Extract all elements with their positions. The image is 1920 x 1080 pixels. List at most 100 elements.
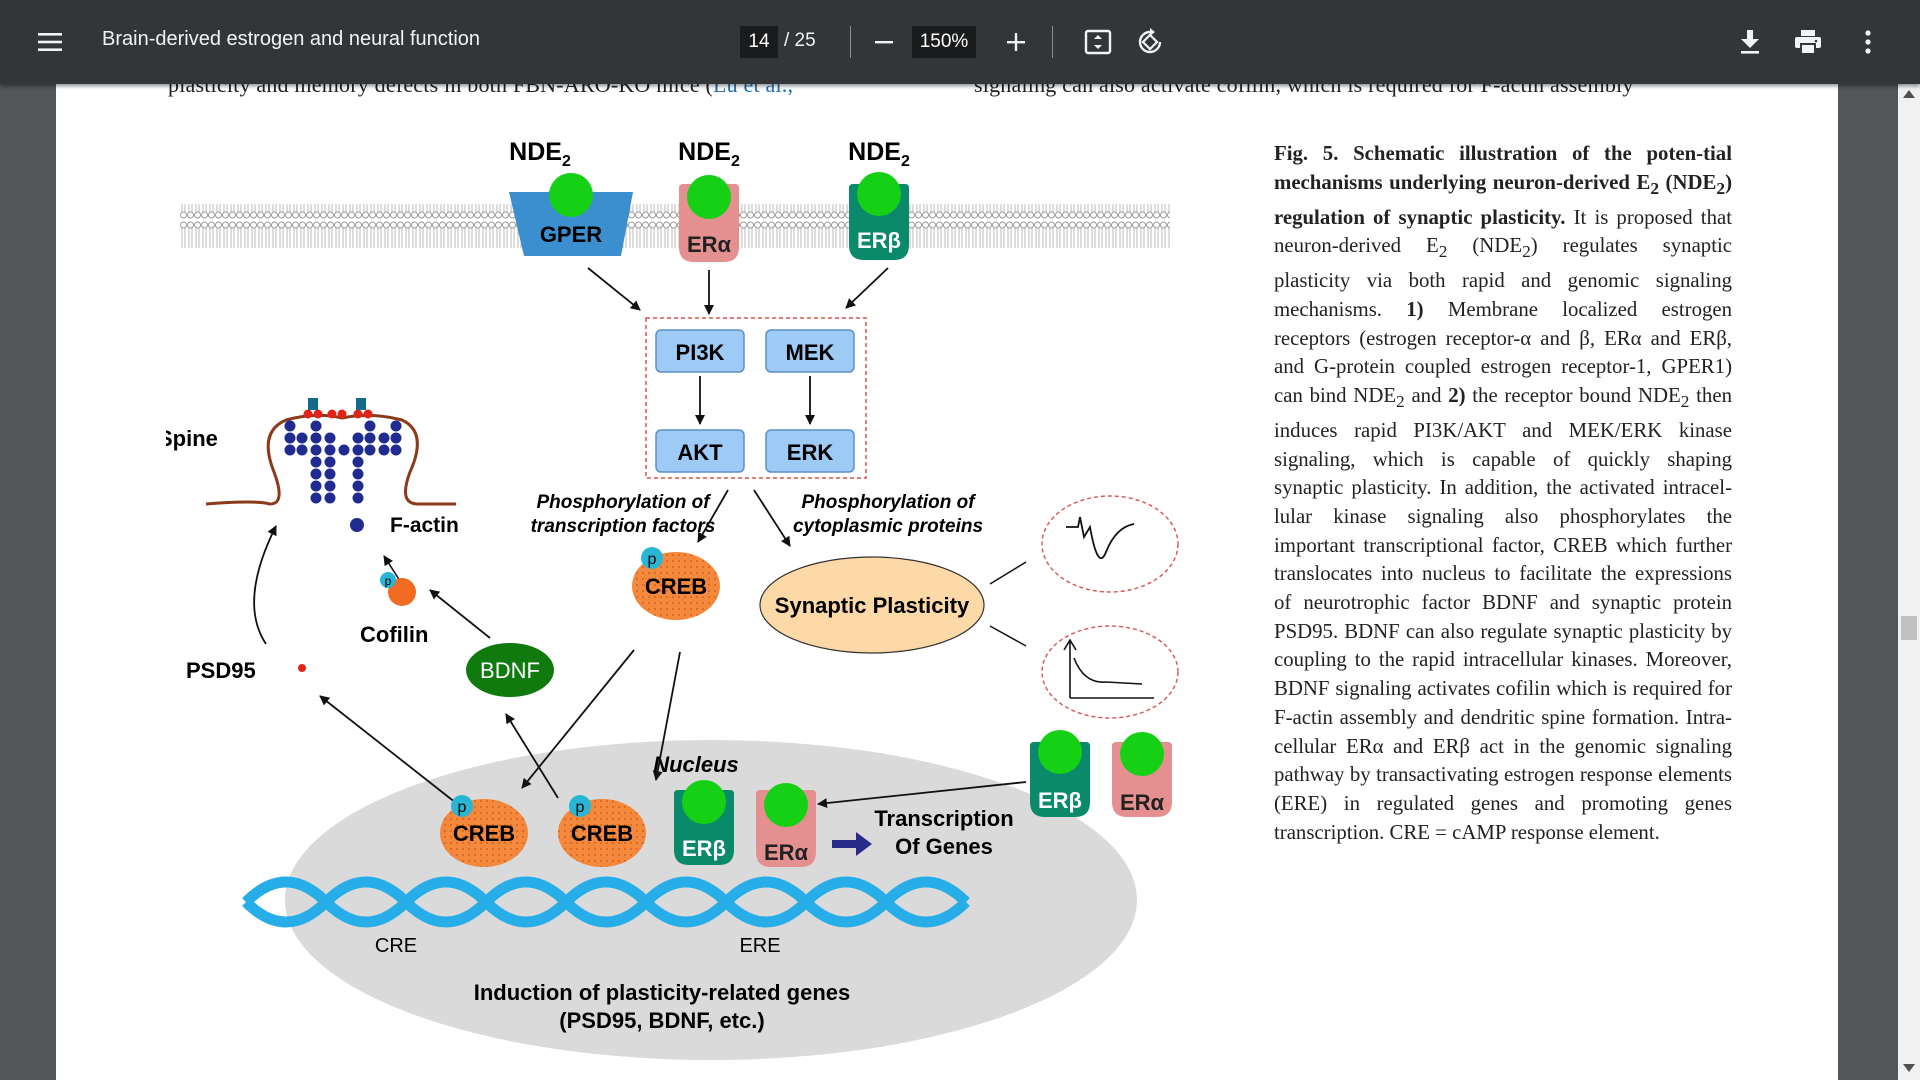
mek-label: MEK <box>786 340 835 365</box>
phospho-label: p <box>385 574 392 588</box>
kinase-cascade-box <box>645 317 867 479</box>
fit-to-page-button[interactable] <box>1076 22 1120 62</box>
transcription-label: Transcription <box>874 806 1013 831</box>
zoom-level-input[interactable]: 150% <box>912 26 976 58</box>
phospho-group <box>641 547 663 569</box>
phosphorylation-tf-label: transcription factors <box>531 516 716 537</box>
estrogen-ligand <box>549 173 593 217</box>
cell-membrane <box>180 204 1170 248</box>
era-label: ERα <box>764 840 809 865</box>
creb-label: CREB <box>645 574 707 599</box>
ere-label: ERE <box>739 935 780 957</box>
induction-label: Induction of plasticity-related genes <box>474 980 851 1005</box>
ltp-graph-icon <box>1063 638 1154 699</box>
induction-label: (PSD95, BDNF, etc.) <box>559 1008 764 1033</box>
era-receptor <box>1112 742 1172 817</box>
psd95-protein <box>298 664 306 672</box>
print-button[interactable] <box>1786 22 1830 62</box>
more-options-button[interactable] <box>1846 22 1890 62</box>
phosphorylation-cp-label: Phosphorylation of <box>801 492 976 513</box>
zoom-out-icon <box>875 41 893 44</box>
phospho-label: p <box>458 799 467 816</box>
nucleus-label: Nucleus <box>653 752 739 777</box>
arrow <box>652 651 681 781</box>
synaptic-plasticity-label: Synaptic Plasticity <box>775 593 970 618</box>
phospho-group <box>569 795 591 817</box>
pdf-page: plasticity and memory defects in both FB… <box>56 84 1838 1080</box>
estrogen-ligand <box>764 783 808 827</box>
zoom-in-icon <box>1007 33 1025 51</box>
creb-protein <box>632 552 720 620</box>
figure-caption: Fig. 5. Schematic illustration of the po… <box>1274 142 1732 844</box>
gper-receptor <box>509 192 633 256</box>
arrow <box>753 489 791 547</box>
menu-button[interactable] <box>26 22 74 62</box>
download-button[interactable] <box>1728 22 1772 62</box>
nde2-label: NDE2 <box>678 138 740 170</box>
actin-monomer <box>350 518 364 532</box>
scroll-up-icon[interactable] <box>1903 90 1915 98</box>
pi3k-box <box>655 329 745 373</box>
actin-filaments <box>284 420 402 504</box>
connector <box>989 561 1027 585</box>
transcription-arrow-icon <box>832 832 872 856</box>
arrow <box>319 695 471 815</box>
caption-title: Fig. 5. Schematic illustration of the po… <box>1274 142 1732 229</box>
ltd-trace-bubble <box>1041 495 1179 593</box>
estrogen-ligand <box>1038 730 1082 774</box>
arrow <box>845 267 889 309</box>
scroll-down-icon[interactable] <box>1903 1064 1915 1072</box>
page-number-input[interactable]: 14 <box>740 26 778 58</box>
creb-label: CREB <box>571 821 633 846</box>
arrow <box>505 713 559 799</box>
zoom-in-button[interactable] <box>996 22 1036 62</box>
fit-page-icon <box>1084 29 1112 55</box>
phospho-label: p <box>576 799 585 816</box>
body-text-right-line: signaling can also activate cofilin, whi… <box>974 84 1634 97</box>
vertical-scrollbar[interactable] <box>1898 84 1920 1080</box>
pi3k-label: PI3K <box>676 340 725 365</box>
cofilin-protein <box>388 578 416 606</box>
estrogen-ligand <box>687 175 731 219</box>
phospho-group <box>451 795 473 817</box>
phosphorylation-cp-label: cytoplasmic proteins <box>793 516 983 537</box>
citation-link[interactable]: Lu et al., <box>713 84 794 97</box>
estrogen-ligand <box>682 780 726 824</box>
phospho-label: p <box>648 551 657 568</box>
erk-box <box>765 429 855 473</box>
erb-label: ERβ <box>1038 788 1082 813</box>
pdf-toolbar: Brain-derived estrogen and neural functi… <box>0 0 1920 84</box>
figure-5-diagram: NDE2 NDE2 NDE2 GPER ERα ERβ PI3K MEK AKT… <box>166 138 1179 1060</box>
bdnf-node <box>466 643 554 697</box>
cre-label: CRE <box>375 935 417 957</box>
nde2-label: NDE2 <box>509 138 571 170</box>
mek-box <box>765 329 855 373</box>
phospho-group <box>380 572 396 588</box>
menu-icon <box>38 33 62 51</box>
akt-box <box>655 429 745 473</box>
factin-label: F-actin <box>390 514 459 537</box>
erb-receptor <box>1030 742 1090 817</box>
spine-label: Spine <box>166 426 218 451</box>
toolbar-divider <box>850 26 851 58</box>
rotate-icon <box>1138 28 1162 54</box>
scroll-thumb[interactable] <box>1901 616 1917 640</box>
receptor-markers <box>303 398 373 419</box>
era-label: ERα <box>687 232 732 257</box>
nde2-label: NDE2 <box>848 138 910 170</box>
connector <box>989 625 1027 647</box>
document-title: Brain-derived estrogen and neural functi… <box>102 28 481 50</box>
arrow <box>587 267 641 311</box>
zoom-out-button[interactable] <box>864 22 904 62</box>
synaptic-plasticity-node <box>759 556 985 654</box>
phosphorylation-tf-label: Phosphorylation of <box>536 492 711 513</box>
download-icon <box>1741 30 1759 54</box>
epsp-trace-icon <box>1066 516 1135 559</box>
body-text: plasticity and memory defects in both FB… <box>168 84 714 97</box>
toolbar-divider <box>1052 26 1053 58</box>
arrow <box>429 589 491 639</box>
rotate-button[interactable] <box>1128 22 1172 62</box>
arrow <box>697 489 729 543</box>
erb-label: ERβ <box>682 836 726 861</box>
transcription-label: Of Genes <box>895 834 993 859</box>
